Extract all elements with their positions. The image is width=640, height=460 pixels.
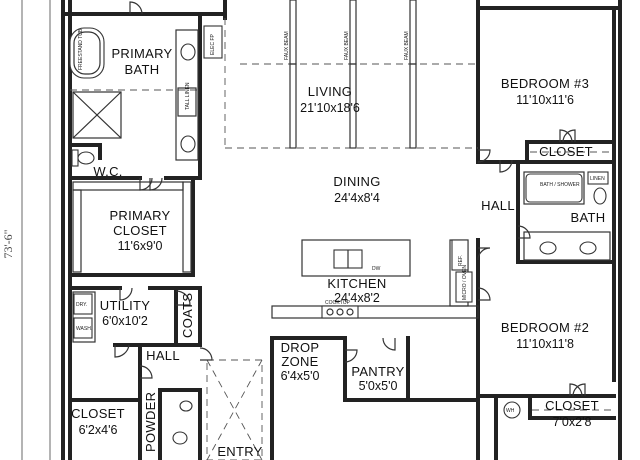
bedroom2-dim: 11'10x11'8 [516, 337, 574, 351]
closet-left-label: CLOSET [71, 406, 125, 421]
fixtures: FREESTAND TUB TALL LINEN ELEC FP DW COOK… [69, 25, 609, 445]
svg-text:WASH.: WASH. [76, 326, 92, 332]
primary-bath-label-2: BATH [125, 62, 160, 77]
closet-bottom-label: CLOSET [545, 398, 599, 413]
wc-label: W.C. [93, 164, 122, 179]
utility-label: UTILITY [100, 298, 151, 313]
living-label: LIVING [308, 84, 352, 99]
kitchen-label: KITCHEN [327, 276, 386, 291]
bedroom3-dim: 11'10x11'6 [516, 93, 574, 107]
svg-text:FAUX BEAM: FAUX BEAM [344, 31, 350, 60]
bedroom3-label: BEDROOM #3 [501, 76, 589, 91]
room-labels: PRIMARY BATH LIVING 21'10x18'6 BEDROOM #… [71, 46, 605, 459]
svg-text:LINEN: LINEN [590, 176, 605, 182]
closet-top-label: CLOSET [539, 144, 593, 159]
drop-zone-label-2: ZONE [281, 354, 318, 369]
closet-bottom-dim: 7'0x2'8 [553, 415, 592, 429]
utility-dim: 6'0x10'2 [102, 314, 148, 328]
svg-text:DW: DW [372, 266, 381, 272]
kitchen-dim: 24'4x8'2 [334, 291, 380, 305]
primary-bath-label: PRIMARY [111, 46, 172, 61]
bath-label: BATH [571, 210, 606, 225]
svg-text:TALL LINEN: TALL LINEN [185, 82, 191, 110]
overall-dimension-label: 73'-6" [1, 229, 15, 258]
entry-label: ENTRY [217, 444, 262, 459]
svg-text:FAUX BEAM: FAUX BEAM [404, 31, 410, 60]
svg-text:MICRO / OVEN: MICRO / OVEN [462, 265, 468, 300]
primary-closet-dim: 11'6x9'0 [118, 239, 163, 253]
hall-right-label: HALL [481, 198, 515, 213]
primary-closet-label: PRIMARY [109, 208, 170, 223]
drop-zone-label: DROP [281, 340, 320, 355]
faux-beams: FAUX BEAM FAUX BEAM FAUX BEAM [284, 0, 417, 149]
dining-dim: 24'4x8'4 [334, 191, 380, 205]
svg-text:DRY.: DRY. [76, 302, 87, 308]
svg-text:COOKTOP: COOKTOP [325, 300, 351, 306]
pantry-dim: 5'0x5'0 [359, 379, 398, 393]
svg-text:REF.: REF. [458, 255, 464, 266]
pantry-label: PANTRY [351, 364, 404, 379]
primary-closet-label-2: CLOSET [113, 223, 167, 238]
svg-text:FAUX BEAM: FAUX BEAM [284, 31, 290, 60]
walls [61, 0, 622, 460]
svg-text:WH: WH [506, 408, 515, 414]
drop-zone-dim: 6'4x5'0 [281, 369, 320, 383]
closet-left-dim: 6'2x4'6 [79, 423, 118, 437]
powder-label: POWDER [143, 392, 158, 452]
hall-left-label: HALL [146, 348, 180, 363]
svg-text:ELEC FP: ELEC FP [210, 33, 216, 55]
svg-text:FREESTAND TUB: FREESTAND TUB [78, 28, 84, 70]
dining-label: DINING [333, 174, 380, 189]
svg-text:BATH / SHOWER: BATH / SHOWER [540, 182, 580, 188]
bedroom2-label: BEDROOM #2 [501, 320, 589, 335]
coats-label: COATS [180, 293, 195, 338]
living-dim: 21'10x18'6 [300, 101, 360, 115]
door-swings [114, 1, 586, 397]
